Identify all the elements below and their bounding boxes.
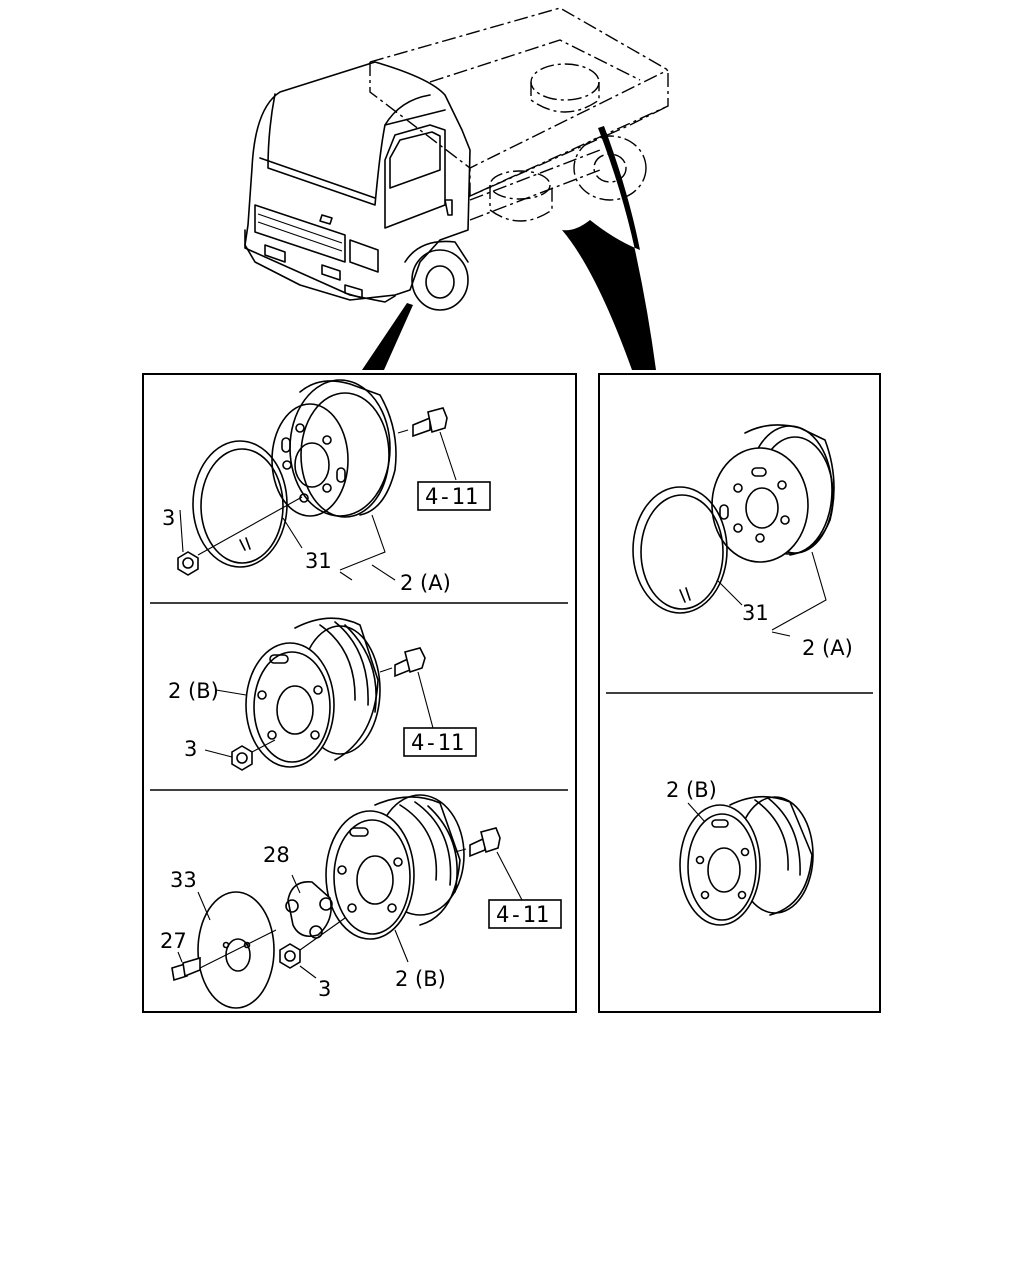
label-disc: 33 [170,868,197,892]
panel-e: 2 (B) [666,778,814,926]
label-cap: 28 [263,843,290,867]
label-nut-c: 3 [318,977,331,1001]
label-ring-a: 31 [305,549,332,573]
panel-c: 28 33 27 3 2 (B) 4-11 [160,794,562,1009]
panel-b: 2 (B) 3 4-11 [168,617,477,771]
label-wheel-e: 2 (B) [666,778,717,802]
ref-box-c[interactable]: 4-11 [496,903,549,928]
panel-d: 31 2 (A) [632,424,853,660]
pointer-right [562,126,656,370]
left-panel-frame [142,373,577,1013]
label-ring-d: 31 [742,601,769,625]
truck-illustration [244,7,669,311]
label-nut-a: 3 [162,506,175,530]
right-panel-frame [598,373,881,1013]
panel-a: 3 31 2 (A) 4-11 [162,379,491,595]
ref-box-a[interactable]: 4-11 [425,485,478,510]
label-wheel-d: 2 (A) [802,636,853,660]
label-bolt: 27 [160,929,187,953]
label-nut-b: 3 [184,737,197,761]
pointer-left [362,303,413,370]
ref-box-b[interactable]: 4-11 [411,731,464,756]
label-wheel-c: 2 (B) [395,967,446,991]
label-wheel-a: 2 (A) [400,571,451,595]
label-wheel-b: 2 (B) [168,679,219,703]
